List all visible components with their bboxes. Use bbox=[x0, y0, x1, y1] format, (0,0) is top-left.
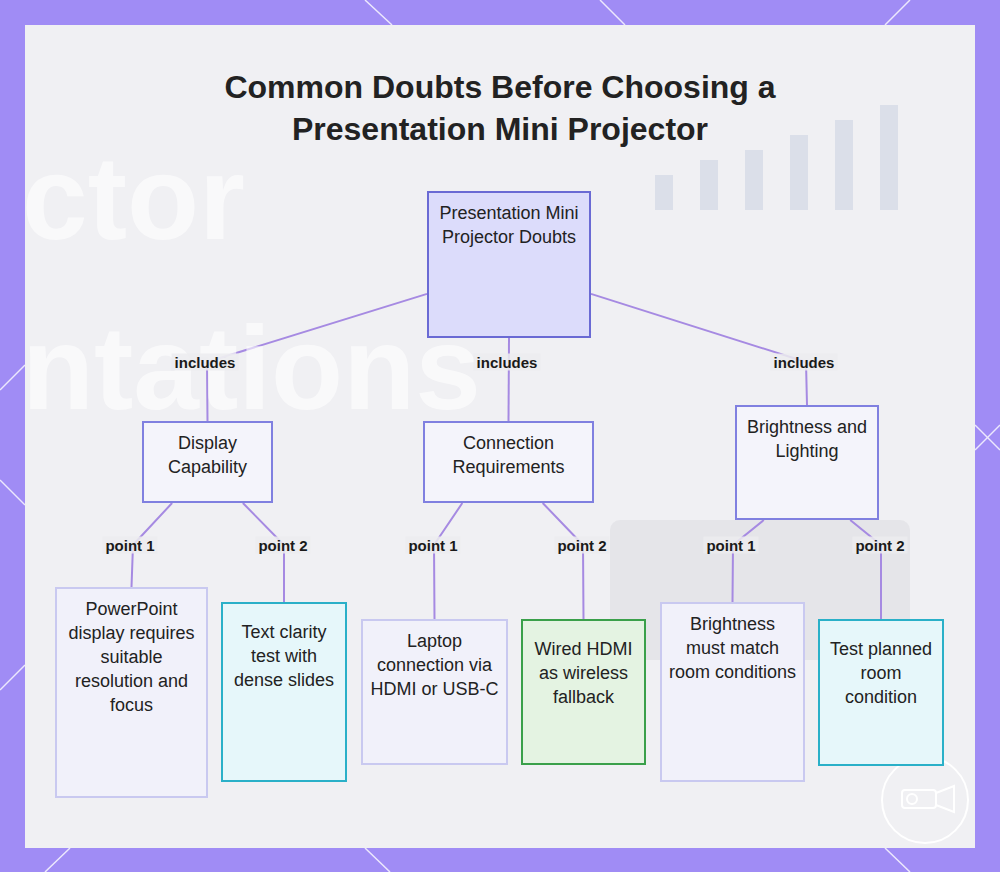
point-box: Text clarity test with dense slides bbox=[221, 602, 347, 782]
edge-label: point 2 bbox=[255, 537, 310, 554]
connector-line bbox=[850, 520, 881, 619]
projector-icon bbox=[882, 757, 968, 843]
node-text: Text clarity test with dense slides bbox=[229, 620, 339, 692]
edge-label: point 1 bbox=[405, 537, 460, 554]
edge-label: point 1 bbox=[102, 537, 157, 554]
category-box: Brightness and Lighting bbox=[735, 405, 879, 520]
node-text: Laptop connection via HDMI or USB-C bbox=[369, 629, 500, 701]
point-box: Laptop connection via HDMI or USB-C bbox=[361, 619, 508, 765]
category-box: Connection Requirements bbox=[423, 421, 594, 503]
node-text: Display Capability bbox=[150, 431, 265, 479]
node-text: PowerPoint display requires suitable res… bbox=[63, 597, 200, 717]
category-box: Display Capability bbox=[142, 421, 273, 503]
connector-line bbox=[733, 520, 764, 602]
point-box: Test planned room condition bbox=[818, 619, 944, 766]
edge-label: point 1 bbox=[703, 537, 758, 554]
node-text: Brightness must match room conditions bbox=[668, 612, 797, 684]
node-text: Presentation Mini Projector Doubts bbox=[435, 201, 583, 249]
edge-label: includes bbox=[771, 354, 838, 371]
edge-label: includes bbox=[172, 354, 239, 371]
edge-label: point 2 bbox=[554, 537, 609, 554]
edge-label: includes bbox=[474, 354, 541, 371]
node-text: Connection Requirements bbox=[431, 431, 586, 479]
watermark-text: ntations bbox=[22, 300, 481, 436]
point-box: PowerPoint display requires suitable res… bbox=[55, 587, 208, 798]
root-box: Presentation Mini Projector Doubts bbox=[427, 191, 591, 338]
watermark-text: ctor bbox=[22, 130, 245, 266]
diagram-title: Common Doubts Before Choosing a Presenta… bbox=[170, 66, 830, 150]
edge-label: point 2 bbox=[852, 537, 907, 554]
connector-line bbox=[434, 503, 462, 619]
point-box: Brightness must match room conditions bbox=[660, 602, 805, 782]
connector-line bbox=[591, 294, 807, 405]
node-text: Test planned room condition bbox=[826, 637, 936, 709]
node-text: Wired HDMI as wireless fallback bbox=[529, 637, 638, 709]
connector-line bbox=[543, 503, 584, 619]
connector-line bbox=[508, 338, 511, 421]
point-box: Wired HDMI as wireless fallback bbox=[521, 619, 646, 765]
node-text: Brightness and Lighting bbox=[743, 415, 871, 463]
